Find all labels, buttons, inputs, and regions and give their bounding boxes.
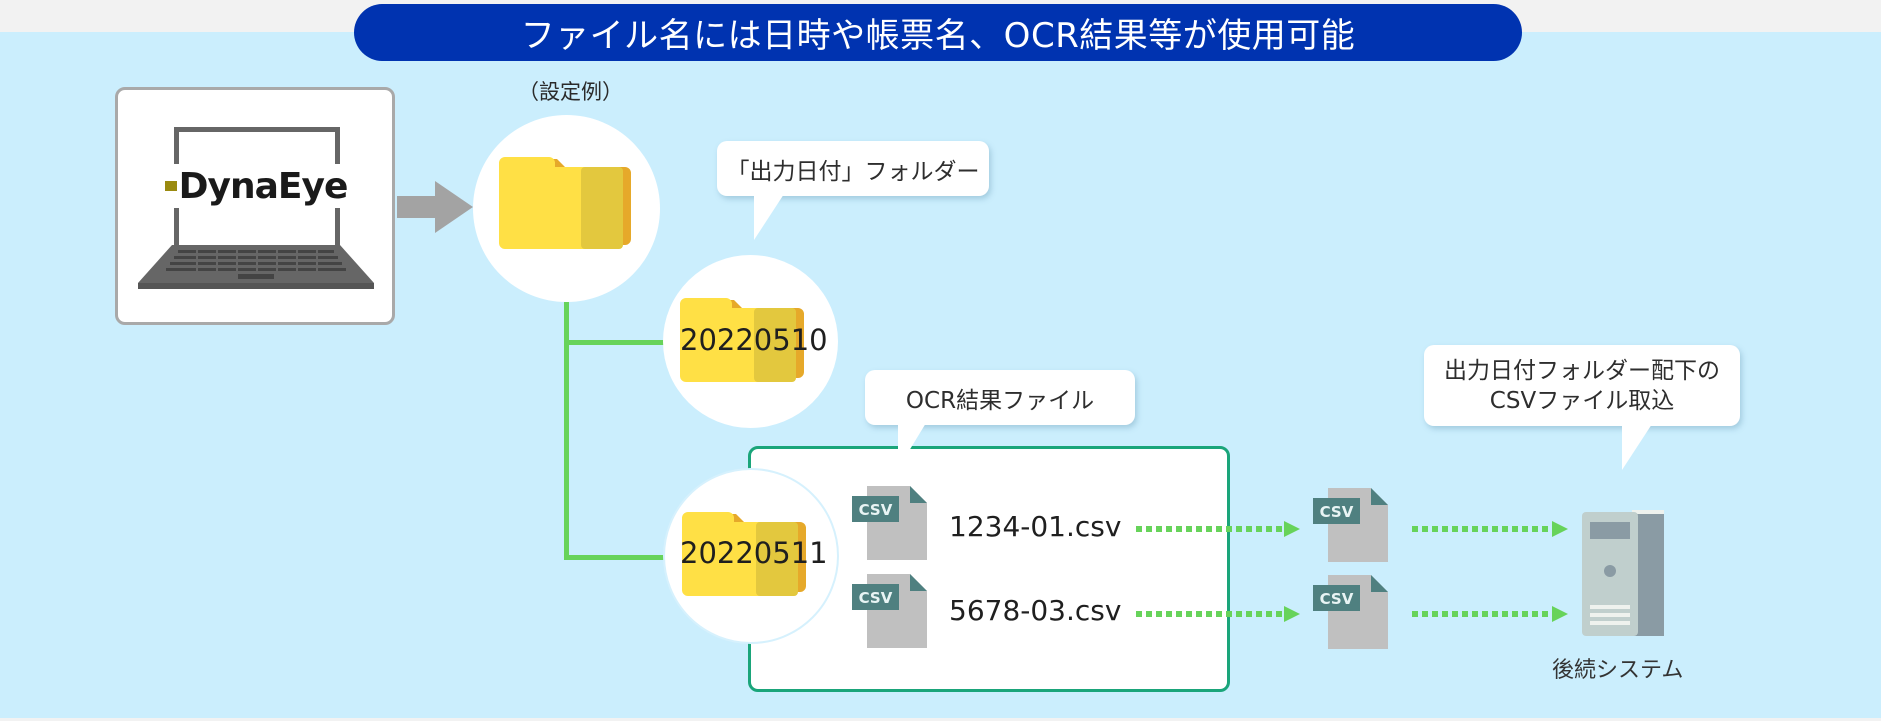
dynaeye-logo: DynaEye (140, 164, 372, 208)
csv-file-icon: CSV (852, 574, 927, 648)
example-caption: （設定例） (518, 80, 623, 104)
callout-text: 「出力日付」フォルダー (726, 158, 980, 185)
callout-ocr-result-file: OCR結果ファイル (865, 370, 1135, 425)
tree-line-vertical (564, 302, 569, 560)
tree-line-branch-1 (564, 340, 664, 345)
callout-tail (898, 423, 926, 469)
folder-icon (682, 512, 806, 596)
flow-arrow-file2-to-copy (1136, 606, 1300, 622)
flow-arrow-copy2-to-system (1412, 606, 1568, 622)
callout-text-line-2: CSVファイル取込 (1489, 387, 1675, 414)
flow-arrow-file1-to-copy (1136, 521, 1300, 537)
file-name-2: 5678-03.csv (949, 594, 1122, 627)
csv-badge: CSV (859, 589, 893, 607)
csv-file-icon: CSV (1313, 575, 1388, 649)
tree-line-branch-2 (564, 555, 664, 560)
csv-badge: CSV (1320, 503, 1354, 521)
csv-file-icon: CSV (1313, 488, 1388, 562)
logo-mark-icon (164, 181, 177, 191)
diagram-title-text: ファイル名には日時や帳票名、OCR結果等が使用可能 (520, 16, 1356, 56)
flow-arrow-copy1-to-system (1412, 521, 1568, 537)
downstream-system-label: 後続システム (1552, 658, 1684, 683)
laptop-keyboard-icon (138, 245, 374, 289)
folder-icon (680, 298, 804, 382)
folder-node-20220510: 20220510 (663, 255, 838, 428)
csv-badge: CSV (1320, 590, 1354, 608)
callout-text-line-1: 出力日付フォルダー配下の (1444, 357, 1720, 384)
csv-file-icon: CSV (852, 486, 927, 560)
callout-tail (1622, 424, 1652, 470)
folder-icon (499, 157, 631, 249)
callout-tail (754, 194, 784, 240)
root-folder-node (473, 115, 660, 302)
output-arrow-icon (397, 181, 473, 233)
folder-name: 20220510 (680, 323, 828, 357)
folder-name: 20220511 (680, 536, 828, 570)
callout-output-date-folder: 「出力日付」フォルダー (717, 141, 989, 196)
callout-csv-import: 出力日付フォルダー配下の CSVファイル取込 (1424, 345, 1740, 426)
csv-badge: CSV (859, 501, 893, 519)
file-name-1: 1234-01.csv (949, 510, 1122, 543)
folder-node-20220511: 20220511 (663, 468, 839, 644)
dynaeye-logo-text: DynaEye (178, 165, 349, 207)
callout-text: OCR結果ファイル (905, 387, 1095, 414)
diagram-title: ファイル名には日時や帳票名、OCR結果等が使用可能 (354, 4, 1522, 61)
server-icon (1582, 510, 1664, 636)
